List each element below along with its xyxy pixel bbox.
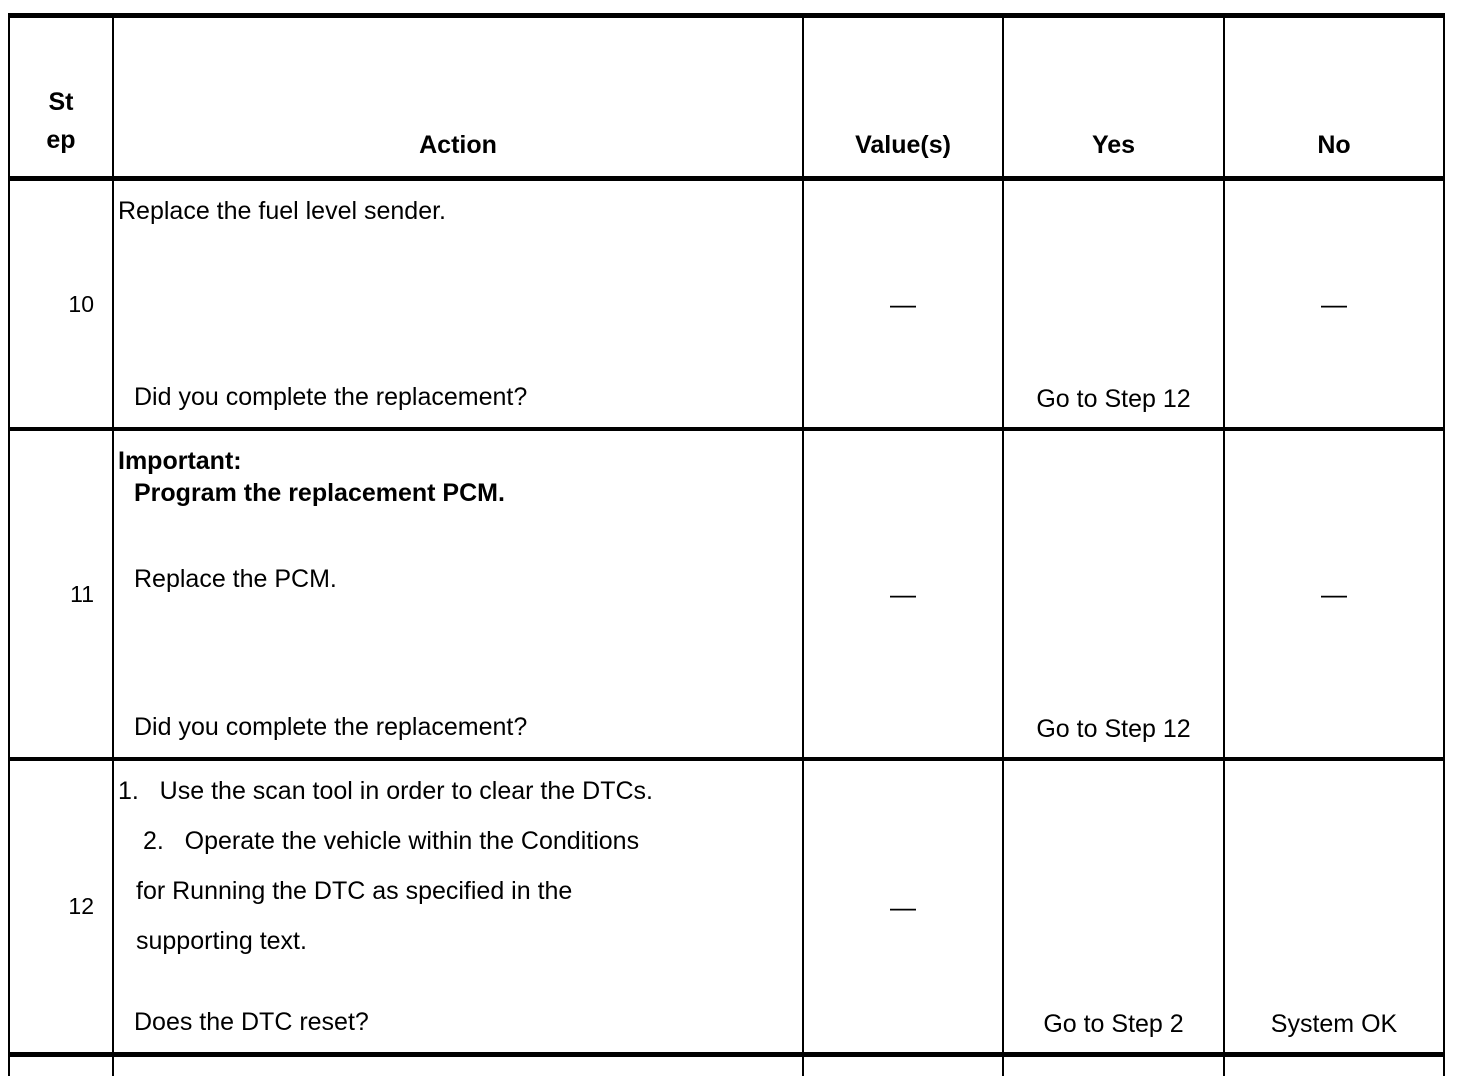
table-row: 11 Important: Program the replacement PC… [9, 429, 1444, 759]
value-mark: — [804, 291, 1002, 317]
step-value-partial [803, 1055, 1003, 1076]
action-body: Important: Program the replacement PCM. … [114, 431, 802, 595]
action-body: 1. Use the scan tool in order to clear t… [114, 761, 802, 957]
yes-result: Go to Step 2 [1004, 1011, 1223, 1039]
step-yes: Go to Step 2 [1003, 759, 1224, 1055]
step-value: — [803, 179, 1003, 430]
column-header-step: St ep [9, 16, 113, 179]
action-important-text: Program the replacement PCM. [114, 477, 802, 509]
action-list-item-2-cont-2: supporting text. [114, 925, 802, 957]
step-value: — [803, 429, 1003, 759]
step-action-partial [113, 1055, 803, 1076]
table-row-partial [9, 1055, 1444, 1076]
action-question-wrap: Did you complete the replacement? [114, 381, 802, 427]
action-body: Replace the fuel level sender. [114, 181, 802, 227]
step-no: — [1224, 179, 1444, 430]
step-yes: Go to Step 12 [1003, 429, 1224, 759]
yes-result: Go to Step 12 [1004, 716, 1223, 744]
action-question: Did you complete the replacement? [114, 381, 802, 413]
no-mid-mark: — [1225, 581, 1443, 607]
value-mark: — [804, 581, 1002, 607]
table-header-row: St ep Action Value(s) Yes No [9, 16, 1444, 179]
step-no-partial [1224, 1055, 1444, 1076]
action-list-item-1: 1. Use the scan tool in order to clear t… [114, 775, 802, 807]
column-header-action: Action [113, 16, 803, 179]
action-question-wrap: Did you complete the replacement? [114, 711, 802, 757]
yes-result: Go to Step 12 [1004, 386, 1223, 414]
action-question: Did you complete the replacement? [114, 711, 802, 743]
no-result: System OK [1225, 1011, 1443, 1039]
action-question: Does the DTC reset? [114, 1006, 802, 1038]
step-number: 12 [9, 759, 113, 1055]
diagnostic-step-table: St ep Action Value(s) Yes No 10 Replace … [8, 13, 1445, 1076]
step-action: Replace the fuel level sender. Did you c… [113, 179, 803, 430]
action-line: Replace the PCM. [114, 563, 802, 595]
step-action: 1. Use the scan tool in order to clear t… [113, 759, 803, 1055]
column-header-no: No [1224, 16, 1444, 179]
step-no: — [1224, 429, 1444, 759]
action-line: Replace the fuel level sender. [114, 195, 802, 227]
step-number: 10 [9, 179, 113, 430]
no-mid-mark: — [1225, 291, 1443, 317]
action-list-item-2-cont-1: for Running the DTC as specified in the [114, 875, 802, 907]
column-header-step-line2: ep [10, 121, 112, 160]
action-question-wrap: Does the DTC reset? [114, 1006, 802, 1052]
action-important-label: Important: [114, 445, 802, 477]
step-action: Important: Program the replacement PCM. … [113, 429, 803, 759]
column-header-yes: Yes [1003, 16, 1224, 179]
step-no: System OK [1224, 759, 1444, 1055]
step-value: — [803, 759, 1003, 1055]
step-yes: Go to Step 12 [1003, 179, 1224, 430]
step-number-partial [9, 1055, 113, 1076]
table-row: 10 Replace the fuel level sender. Did yo… [9, 179, 1444, 430]
step-number: 11 [9, 429, 113, 759]
step-yes-partial [1003, 1055, 1224, 1076]
column-header-step-line1: St [10, 83, 112, 122]
table-row: 12 1. Use the scan tool in order to clea… [9, 759, 1444, 1055]
document-page: St ep Action Value(s) Yes No 10 Replace … [0, 0, 1472, 1054]
value-mark: — [804, 894, 1002, 920]
action-list-item-2: 2. Operate the vehicle within the Condit… [114, 825, 802, 857]
column-header-value: Value(s) [803, 16, 1003, 179]
